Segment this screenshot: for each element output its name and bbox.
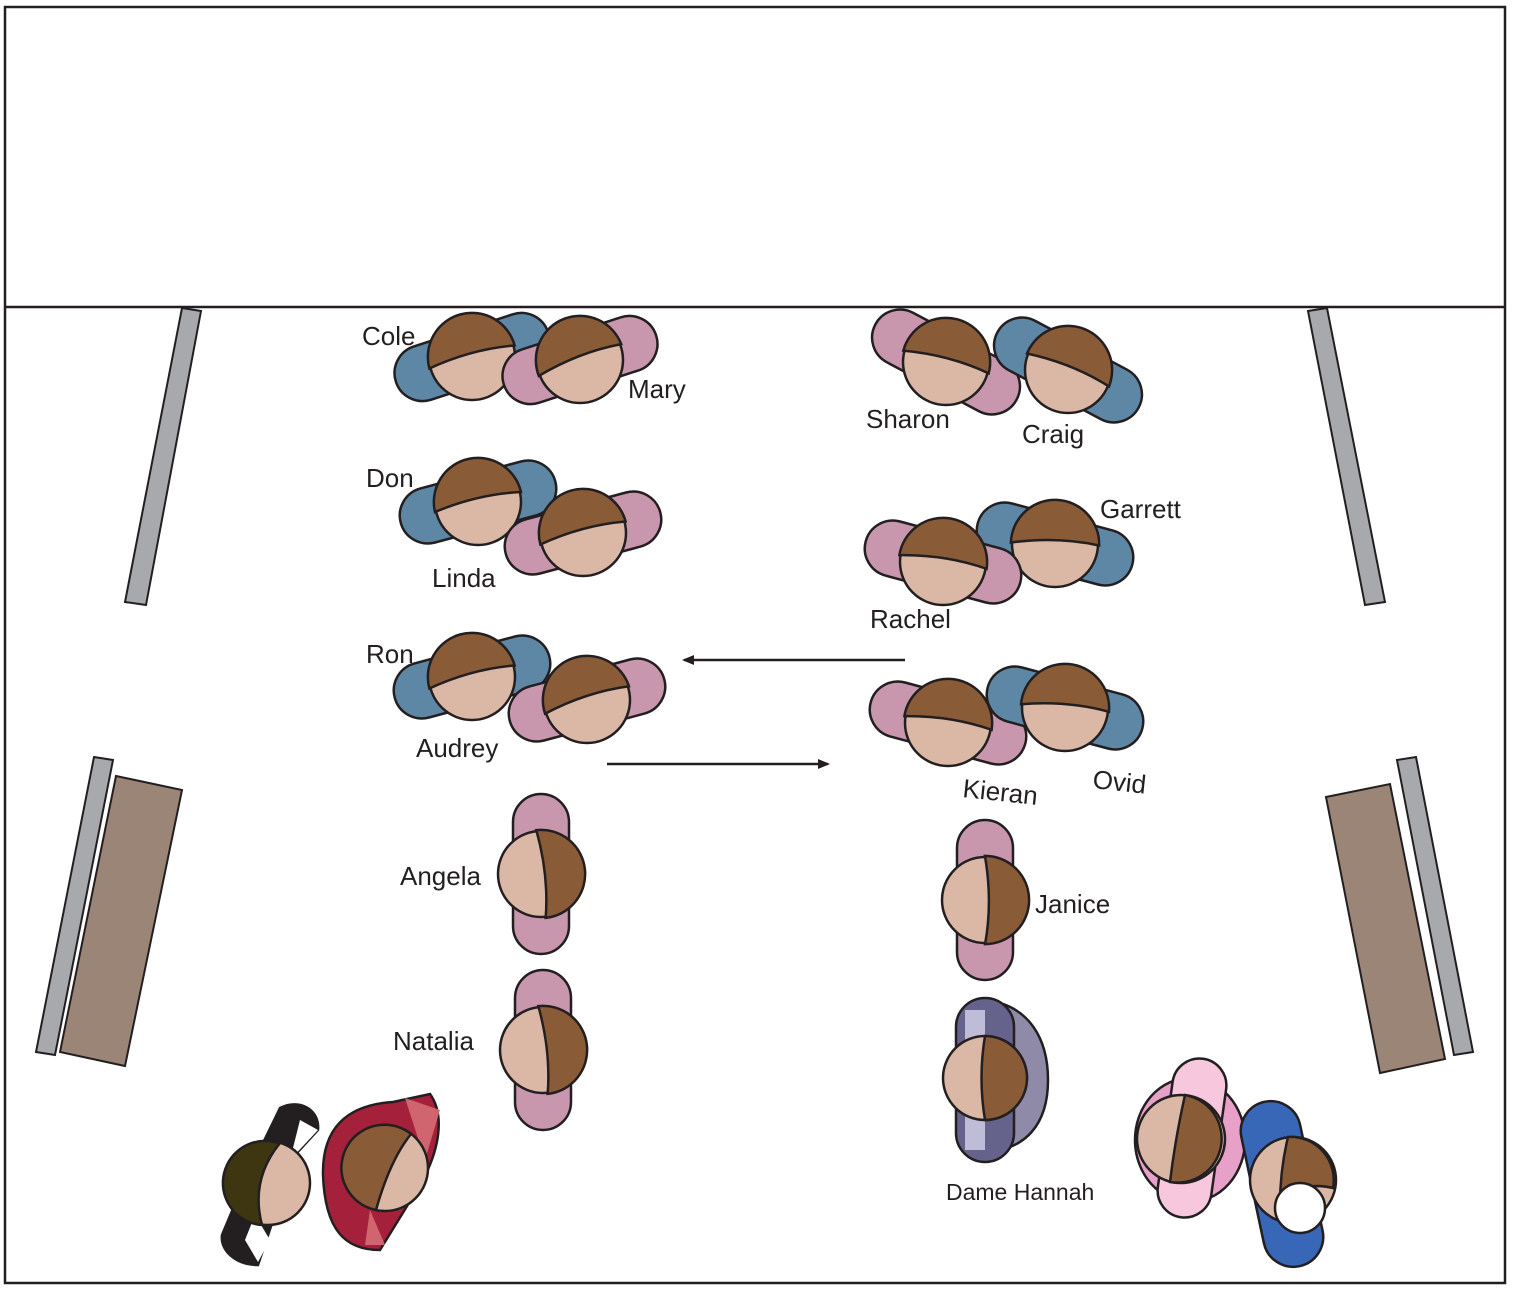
label-craig: Craig <box>1022 419 1084 449</box>
linda-figure <box>503 487 663 578</box>
label-ovid: Ovid <box>1091 764 1147 799</box>
ron-hair <box>426 631 517 691</box>
label-sharon: Sharon <box>866 404 950 434</box>
lower-right-wall <box>1395 755 1475 1057</box>
performer-figures <box>392 308 1145 1132</box>
label-janice: Janice <box>1035 889 1110 919</box>
black-figure <box>220 1103 320 1267</box>
kieran-figure <box>868 677 1028 768</box>
kieran-hair <box>902 677 994 732</box>
label-kieran: Kieran <box>961 773 1039 811</box>
angela-hair <box>534 828 587 920</box>
label-ron: Ron <box>366 639 414 669</box>
audrey-hair <box>541 654 631 716</box>
mary-figure <box>501 314 659 406</box>
label-natalia: Natalia <box>393 1026 474 1056</box>
label-garrett: Garrett <box>1100 494 1182 524</box>
angela-figure <box>496 792 587 956</box>
label-angela: Angela <box>400 861 481 891</box>
label-dame-hannah: Dame Hannah <box>946 1179 1094 1205</box>
dame-hannah-figure <box>941 996 1050 1164</box>
right-bench <box>1324 782 1447 1075</box>
rachel-hair <box>897 516 989 571</box>
left-bench <box>58 774 184 1068</box>
don-hair <box>432 456 523 514</box>
special-figures <box>220 996 1338 1269</box>
garrett-figure <box>975 498 1135 589</box>
linda-hair <box>537 487 628 547</box>
audrey-figure <box>507 654 667 745</box>
sharon-figure <box>870 308 1022 416</box>
label-don: Don <box>366 463 414 493</box>
rachel-figure <box>863 516 1023 607</box>
craig-figure <box>992 316 1144 424</box>
natalia-figure <box>498 968 589 1132</box>
janice-figure <box>940 818 1031 982</box>
blue-figure <box>1239 1099 1338 1269</box>
label-rachel: Rachel <box>870 604 951 634</box>
label-audrey: Audrey <box>416 733 498 763</box>
cole-hair <box>426 311 517 371</box>
stage-frame <box>3 5 1507 1285</box>
label-mary: Mary <box>628 374 686 404</box>
natalia-hair <box>536 1004 589 1096</box>
right-wall <box>1306 306 1387 607</box>
sharon-hair <box>901 316 992 376</box>
mary-hair <box>534 314 623 378</box>
janice-hair <box>983 854 1031 946</box>
label-cole: Cole <box>362 321 415 351</box>
label-linda: Linda <box>432 563 496 593</box>
don-figure <box>398 456 558 547</box>
lower-left-wall <box>34 755 115 1057</box>
ron-figure <box>392 631 552 722</box>
ovid-hair <box>1019 662 1111 714</box>
pink-figure <box>1133 1057 1247 1219</box>
red-figure <box>321 1092 440 1252</box>
left-wall <box>123 306 203 607</box>
ovid-figure <box>985 662 1145 753</box>
craig-hair <box>1025 324 1114 389</box>
garrett-hair <box>1009 498 1101 548</box>
